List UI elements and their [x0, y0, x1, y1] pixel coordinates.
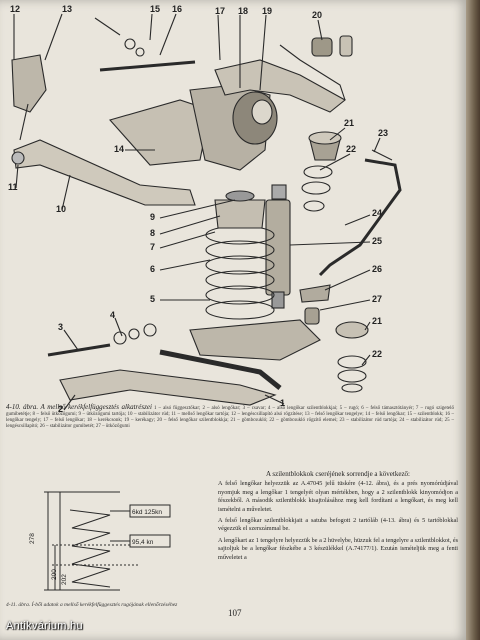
spring-figure-caption: 4-11. ábra. Í-ből adatok a mellső kerékf… — [6, 602, 178, 608]
watermark: Antikvárium.hu — [6, 620, 83, 632]
callout-21: 21 — [372, 316, 382, 326]
callout-26: 26 — [372, 264, 382, 274]
paragraph-1: A felső lengőkar helyezzük az A.47045 je… — [218, 480, 458, 513]
dim-202: 202 — [61, 574, 68, 585]
callout-23: 23 — [378, 128, 388, 138]
callout-16: 16 — [172, 4, 182, 14]
label-bottom-load: 95,4 kn — [132, 539, 154, 546]
callout-7: 7 — [150, 242, 155, 252]
callout-17: 17 — [215, 6, 225, 16]
page-number: 107 — [228, 608, 242, 618]
callout-21: 21 — [344, 118, 354, 128]
callout-19: 19 — [262, 6, 272, 16]
body-text: A szilentblokkok cseréjének sorrendje a … — [218, 470, 458, 565]
callout-13: 13 — [62, 4, 72, 14]
label-top-load: 6kd 125kn — [132, 509, 162, 516]
figure-title: 4-10. ábra. A mellső kerékfelfüggesztés … — [6, 403, 152, 411]
callout-2: 2 — [58, 404, 63, 414]
callout-10: 10 — [56, 204, 66, 214]
callout-20: 20 — [312, 10, 322, 20]
coil-spring — [205, 225, 275, 320]
callout-15: 15 — [150, 4, 160, 14]
callout-8: 8 — [150, 228, 155, 238]
callout-6: 6 — [150, 264, 155, 274]
figure-caption: 4-10. ábra. A mellső kerékfelfüggesztés … — [6, 404, 454, 430]
dim-200: 200 — [51, 569, 58, 580]
section-heading: A szilentblokkok cseréjének sorrendje a … — [265, 470, 411, 478]
callout-25: 25 — [372, 236, 382, 246]
callout-18: 18 — [238, 6, 248, 16]
callout-12: 12 — [10, 4, 20, 14]
callout-14: 14 — [114, 144, 124, 154]
callout-22: 22 — [346, 144, 356, 154]
callout-24: 24 — [372, 208, 382, 218]
callout-1: 1 — [280, 398, 285, 408]
spring-test-diagram — [44, 491, 171, 591]
callout-5: 5 — [150, 294, 155, 304]
callout-9: 9 — [150, 212, 155, 222]
callout-27: 27 — [372, 294, 382, 304]
dim-278: 278 — [29, 533, 36, 544]
callout-11: 11 — [8, 182, 18, 192]
callout-3: 3 — [58, 322, 63, 332]
paragraph-2: A felső lengőkar szilentblokkjait a satu… — [218, 517, 458, 533]
callout-4: 4 — [110, 310, 115, 320]
book-spine — [466, 0, 480, 640]
bracket-part — [11, 54, 47, 113]
figure-legend: 1 – alsó függesztőkar; 2 – alsó lengőkar… — [6, 406, 454, 429]
callout-22: 22 — [372, 349, 382, 359]
paragraph-3: A lengőkart az 1 tengelyre helyezzük be … — [218, 536, 458, 561]
